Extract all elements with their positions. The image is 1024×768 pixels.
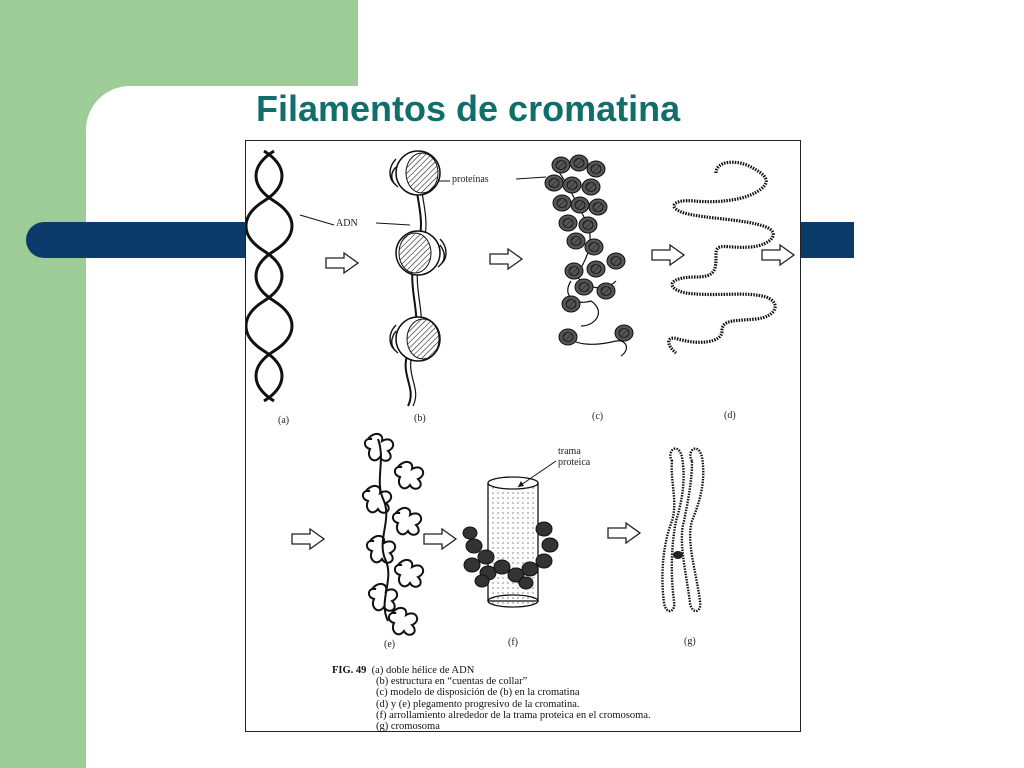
arrow-f-to-g	[607, 522, 641, 544]
label-g: (g)	[684, 636, 696, 647]
caption-line: (f) arrollamiento alrededor de la trama …	[376, 709, 651, 721]
arrow-d-to-e	[761, 244, 795, 266]
label-proteica: proteica	[558, 457, 591, 468]
label-d: (d)	[724, 410, 736, 421]
folded-chromatin-fiber	[667, 160, 777, 355]
caption-line: (a) doble hélice de ADN	[371, 665, 475, 676]
label-trama: trama	[558, 446, 581, 457]
arrow-into-e	[291, 528, 325, 550]
arrow-e-to-f	[423, 528, 457, 550]
centromere-mark	[673, 551, 683, 559]
label-adn: ADN	[336, 218, 358, 229]
caption-line: (d) y (e) plegamento progresivo de la cr…	[376, 698, 580, 710]
protein-scaffold-coil	[462, 460, 559, 608]
chromatin-nucleosome-model	[515, 154, 634, 357]
label-a: (a)	[278, 415, 290, 426]
label-proteinas: proteínas	[452, 174, 489, 185]
caption-line: (b) estructura en “cuentas de collar”	[376, 676, 528, 688]
label-c: (c)	[592, 411, 604, 422]
slide-title: Filamentos de cromatina	[256, 88, 681, 129]
arrow-c-to-d	[651, 244, 685, 266]
dna-double-helix	[246, 149, 294, 403]
caption-fig-label: FIG. 49	[332, 665, 367, 676]
arrow-b-to-c	[489, 248, 523, 270]
figure-drawing	[246, 149, 795, 636]
label-b: (b)	[414, 413, 426, 424]
figure-caption: FIG. 49 (a) doble hélice de ADN (b) estr…	[332, 665, 651, 732]
label-e: (e)	[384, 639, 396, 650]
chromosome	[661, 447, 705, 613]
caption-line: (c) modelo de disposición de (b) en la c…	[376, 687, 580, 699]
arrow-a-to-b	[325, 252, 359, 274]
beads-on-string	[375, 150, 450, 407]
caption-line: (g) cromosoma	[376, 721, 440, 733]
looped-chromatin-fiber	[362, 433, 425, 636]
chromatin-figure: ADN proteínas trama proteica (a) (b) (c)…	[245, 140, 801, 732]
label-f: (f)	[508, 637, 518, 648]
